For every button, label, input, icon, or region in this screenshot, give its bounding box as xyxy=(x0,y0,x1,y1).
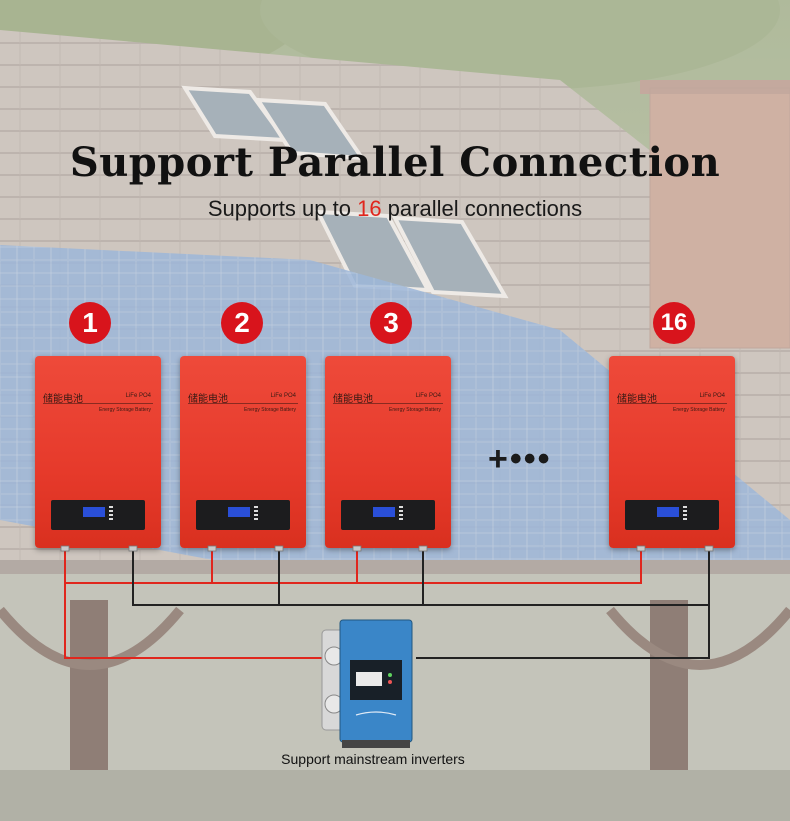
subtitle-prefix: Supports up to xyxy=(207,196,358,221)
lcd-screen xyxy=(228,507,250,517)
battery-label-chem: LiFe PO4 xyxy=(415,393,441,399)
battery-display-panel xyxy=(51,500,145,530)
divider xyxy=(188,403,298,404)
lcd-screen xyxy=(657,507,679,517)
battery-unit: 储能电池 LiFe PO4 Energy Storage Battery xyxy=(35,356,161,548)
battery-unit: 储能电池 LiFe PO4 Energy Storage Battery xyxy=(180,356,306,548)
battery-label-cn: 储能电池 xyxy=(188,394,228,405)
page-subtitle: Supports up to 16 parallel connections xyxy=(0,196,790,222)
led-indicators xyxy=(109,506,113,520)
battery-label-type: Energy Storage Battery xyxy=(673,407,725,413)
battery-label-chem: LiFe PO4 xyxy=(699,393,725,399)
battery-unit: 储能电池 LiFe PO4 Energy Storage Battery xyxy=(325,356,451,548)
battery-label-type: Energy Storage Battery xyxy=(389,407,441,413)
divider xyxy=(333,403,443,404)
battery-label-cn: 储能电池 xyxy=(617,394,657,405)
battery-label-chem: LiFe PO4 xyxy=(125,393,151,399)
lcd-screen xyxy=(83,507,105,517)
led-indicators xyxy=(254,506,258,520)
lcd-screen xyxy=(373,507,395,517)
battery-display-panel xyxy=(625,500,719,530)
battery-label-chem: LiFe PO4 xyxy=(270,393,296,399)
led-indicators xyxy=(683,506,687,520)
battery-label-cn: 储能电池 xyxy=(333,394,373,405)
battery-number-badge: 2 xyxy=(221,302,263,344)
inverter-label: Support mainstream inverters xyxy=(281,751,465,767)
battery-number-badge: 16 xyxy=(653,302,695,344)
battery-unit: 储能电池 LiFe PO4 Energy Storage Battery xyxy=(609,356,735,548)
divider xyxy=(617,403,727,404)
battery-label-type: Energy Storage Battery xyxy=(244,407,296,413)
battery-display-panel xyxy=(341,500,435,530)
divider xyxy=(43,403,153,404)
more-batteries-indicator: +••• xyxy=(488,440,552,478)
battery-label-type: Energy Storage Battery xyxy=(99,407,151,413)
led-indicators xyxy=(399,506,403,520)
page-title: Support Parallel Connection xyxy=(69,138,721,186)
battery-number-badge: 3 xyxy=(370,302,412,344)
battery-number-badge: 1 xyxy=(69,302,111,344)
battery-display-panel xyxy=(196,500,290,530)
subtitle-suffix: parallel connections xyxy=(381,196,583,221)
subtitle-highlight: 16 xyxy=(357,196,382,221)
battery-label-cn: 储能电池 xyxy=(43,394,83,405)
